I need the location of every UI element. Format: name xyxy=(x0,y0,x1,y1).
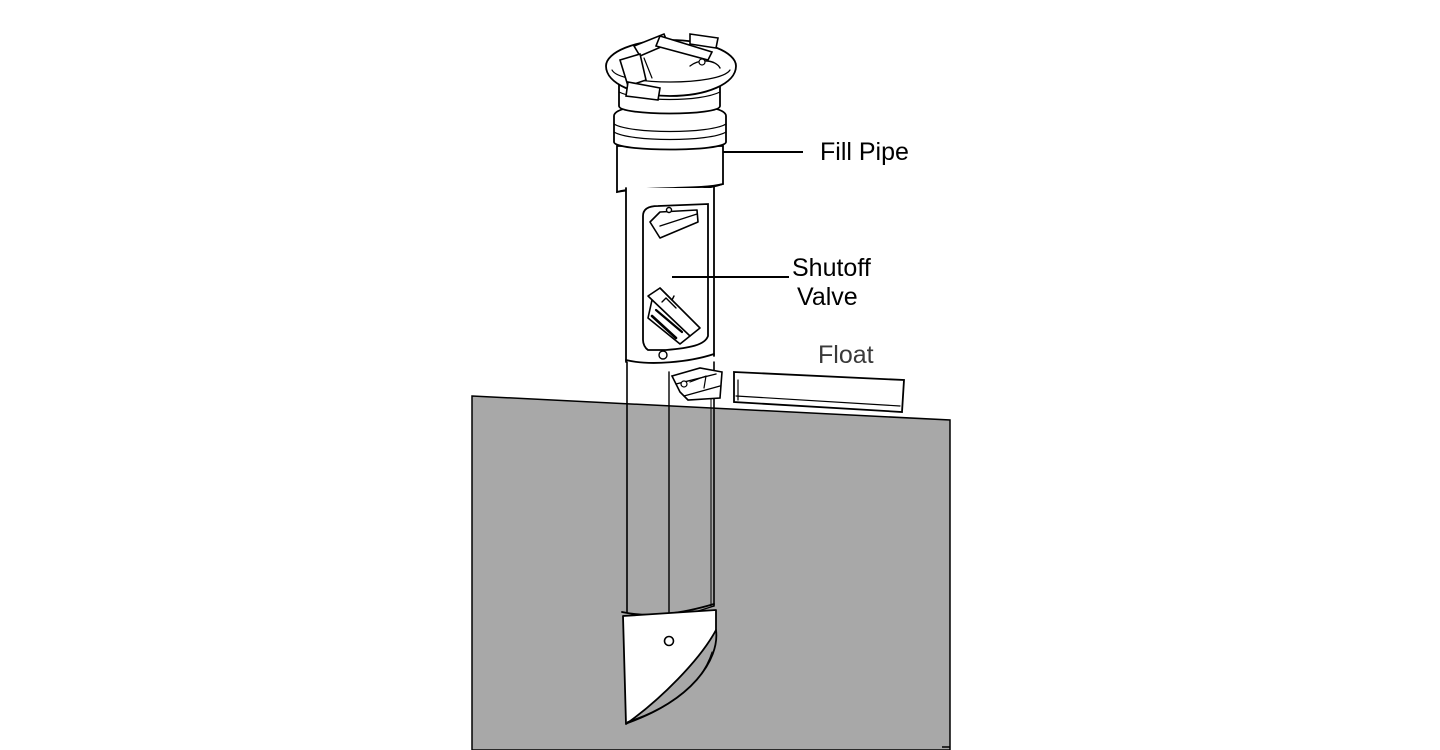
shutoff-valve-label-line1: Shutoff xyxy=(792,254,871,282)
float-label: Float xyxy=(818,341,874,369)
float-assembly xyxy=(670,367,905,413)
fill-pipe-label: Fill Pipe xyxy=(820,138,909,166)
fill-pipe-cap xyxy=(605,32,737,151)
vent-hole xyxy=(663,635,675,647)
shutoff-valve-label-line2: Valve xyxy=(797,283,858,311)
beveled-tip xyxy=(622,609,718,725)
float-arm xyxy=(733,371,905,413)
drop-tube xyxy=(621,361,715,623)
callout-lines xyxy=(672,151,803,278)
shutoff-valve-window xyxy=(642,203,709,360)
